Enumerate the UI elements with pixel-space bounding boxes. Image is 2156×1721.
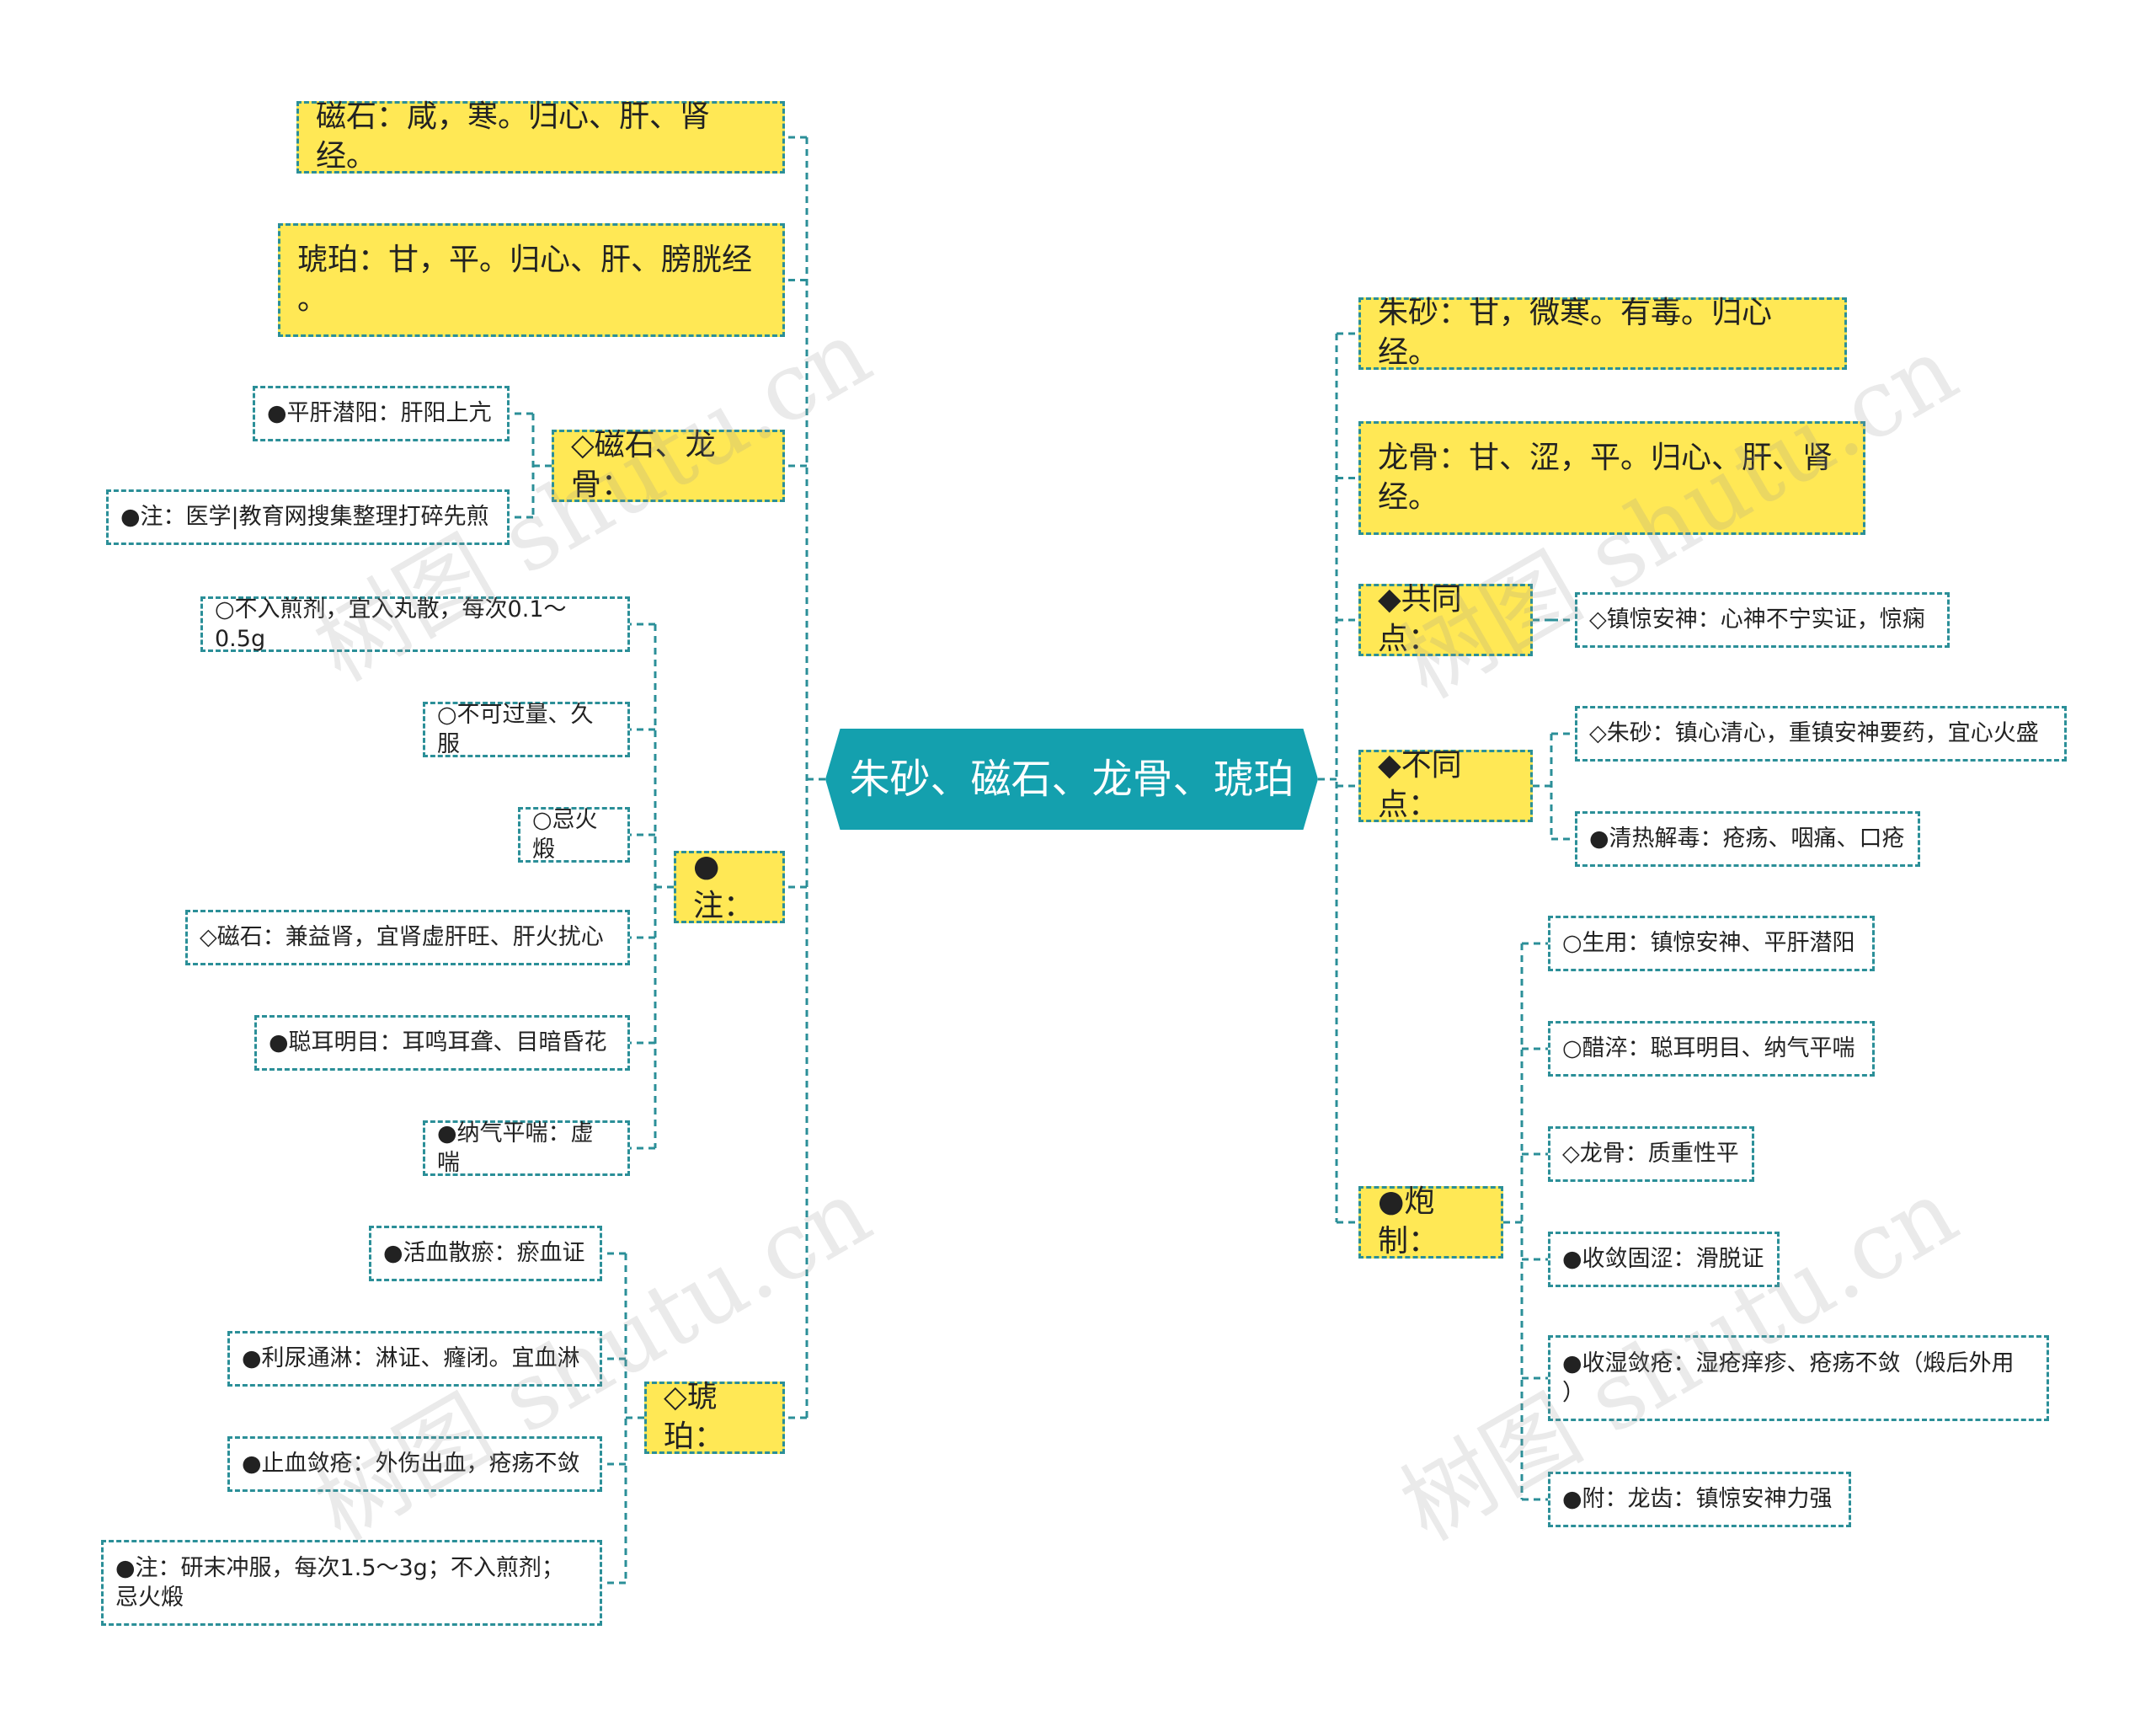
branch-label: 龙骨：甘、涩，平。归心、肝、肾 经。: [1378, 440, 1833, 515]
leaf-right-4-3[interactable]: ●收敛固涩：滑脱证: [1548, 1232, 1780, 1287]
leaf-right-4-1[interactable]: ○醋淬：聪耳明目、纳气平喘: [1548, 1021, 1875, 1077]
leaf-label: ●纳气平喘：虚喘: [437, 1120, 594, 1176]
leaf-label: ●活血散瘀：瘀血证: [383, 1240, 585, 1267]
branch-right-4[interactable]: ●炮制：: [1358, 1184, 1503, 1259]
branch-label: ◆共同点：: [1378, 582, 1462, 656]
leaf-left-2-0[interactable]: ●平肝潜阳：肝阳上亢: [253, 386, 510, 441]
leaf-label: ○生用：镇惊安神、平肝潜阳: [1562, 930, 1855, 957]
root-label: 朱砂、磁石、龙骨、琥珀: [849, 755, 1294, 803]
leaf-left-4-3[interactable]: ●注：研末冲服，每次1.5～3g；不入煎剂； 忌火煅: [101, 1540, 602, 1626]
branch-right-1[interactable]: 龙骨：甘、涩，平。归心、肝、肾 经。: [1358, 421, 1865, 535]
leaf-right-4-4[interactable]: ●收湿敛疮：湿疮痒疹、疮疡不敛（煅后外用 ）: [1548, 1335, 2049, 1421]
branch-label: ◇磁石、龙骨：: [571, 428, 716, 502]
branch-left-3[interactable]: ●注：: [674, 849, 785, 923]
leaf-left-3-4[interactable]: ●聪耳明目：耳鸣耳聋、目暗昏花: [254, 1015, 630, 1071]
leaf-left-3-5[interactable]: ●纳气平喘：虚喘: [423, 1120, 630, 1176]
branch-right-3[interactable]: ◆不同点：: [1358, 748, 1533, 822]
leaf-right-4-0[interactable]: ○生用：镇惊安神、平肝潜阳: [1548, 916, 1875, 971]
branch-label: ◇琥珀：: [664, 1380, 725, 1454]
branch-label: 琥珀：甘，平。归心、肝、膀胱经 。: [297, 242, 753, 317]
branch-right-2[interactable]: ◆共同点：: [1358, 582, 1533, 656]
leaf-left-2-1[interactable]: ●注：医学|教育网搜集整理打碎先煎: [106, 489, 510, 545]
branch-left-4[interactable]: ◇琥珀：: [644, 1380, 785, 1454]
leaf-left-3-3[interactable]: ◇磁石：兼益肾，宜肾虚肝旺、肝火扰心: [185, 910, 630, 965]
leaf-label: ●收湿敛疮：湿疮痒疹、疮疡不敛（煅后外用 ）: [1562, 1350, 2015, 1406]
branch-right-0[interactable]: 朱砂：甘，微寒。有毒。归心经。: [1358, 296, 1847, 370]
leaf-label: ○忌火煅: [532, 806, 598, 863]
branch-label: ◆不同点：: [1378, 748, 1462, 822]
leaf-left-3-1[interactable]: ○不可过量、久服: [423, 702, 630, 757]
leaf-label: ◇朱砂：镇心清心，重镇安神要药，宜心火盛: [1589, 720, 2039, 747]
leaf-label: ○不可过量、久服: [437, 701, 594, 757]
leaf-label: ○醋淬：聪耳明目、纳气平喘: [1562, 1035, 1855, 1062]
leaf-label: ●清热解毒：疮疡、咽痛、口疮: [1589, 826, 1905, 852]
leaf-label: ◇龙骨：质重性平: [1562, 1141, 1739, 1168]
leaf-right-3-0[interactable]: ◇朱砂：镇心清心，重镇安神要药，宜心火盛: [1575, 706, 2067, 762]
leaf-label: ●附：龙齿：镇惊安神力强: [1562, 1486, 1833, 1513]
leaf-label: ●平肝潜阳：肝阳上亢: [267, 400, 492, 427]
leaf-label: ●注：医学|教育网搜集整理打碎先煎: [120, 504, 489, 531]
leaf-label: ●聪耳明目：耳鸣耳聋、目暗昏花: [269, 1029, 607, 1056]
leaf-left-4-2[interactable]: ●止血敛疮：外伤出血，疮疡不敛: [227, 1436, 602, 1492]
leaf-label: ●收敛固涩：滑脱证: [1562, 1246, 1764, 1273]
leaf-left-3-2[interactable]: ○忌火煅: [518, 807, 630, 863]
leaf-label: ◇镇惊安神：心神不宁实证，惊痫: [1589, 607, 1925, 633]
branch-label: ●注：: [693, 849, 755, 923]
leaf-label: ◇磁石：兼益肾，宜肾虚肝旺、肝火扰心: [200, 924, 604, 951]
branch-label: ●炮制：: [1378, 1184, 1439, 1259]
leaf-label: ○不入煎剂，宜入丸散，每次0.1～0.5g: [215, 596, 567, 652]
branch-left-2[interactable]: ◇磁石、龙骨：: [552, 428, 785, 502]
branch-label: 磁石：咸，寒。归心、肝、肾经。: [316, 99, 711, 174]
leaf-left-4-1[interactable]: ●利尿通淋：淋证、癃闭。宜血淋: [227, 1331, 602, 1387]
branch-left-0[interactable]: 磁石：咸，寒。归心、肝、肾经。: [296, 99, 785, 174]
branch-label: 朱砂：甘，微寒。有毒。归心经。: [1378, 296, 1773, 370]
leaf-right-2-0[interactable]: ◇镇惊安神：心神不宁实证，惊痫: [1575, 592, 1950, 648]
leaf-left-3-0[interactable]: ○不入煎剂，宜入丸散，每次0.1～0.5g: [200, 596, 630, 652]
branch-left-1[interactable]: 琥珀：甘，平。归心、肝、膀胱经 。: [278, 223, 785, 337]
leaf-left-4-0[interactable]: ●活血散瘀：瘀血证: [369, 1226, 602, 1281]
leaf-label: ●止血敛疮：外伤出血，疮疡不敛: [242, 1451, 580, 1478]
leaf-right-4-5[interactable]: ●附：龙齿：镇惊安神力强: [1548, 1472, 1851, 1527]
leaf-label: ●利尿通淋：淋证、癃闭。宜血淋: [242, 1345, 580, 1372]
leaf-right-4-2[interactable]: ◇龙骨：质重性平: [1548, 1126, 1754, 1182]
leaf-right-3-1[interactable]: ●清热解毒：疮疡、咽痛、口疮: [1575, 811, 1920, 867]
leaf-label: ●注：研末冲服，每次1.5～3g；不入煎剂； 忌火煅: [115, 1554, 564, 1611]
root-node[interactable]: 朱砂、磁石、龙骨、琥珀: [825, 729, 1318, 830]
